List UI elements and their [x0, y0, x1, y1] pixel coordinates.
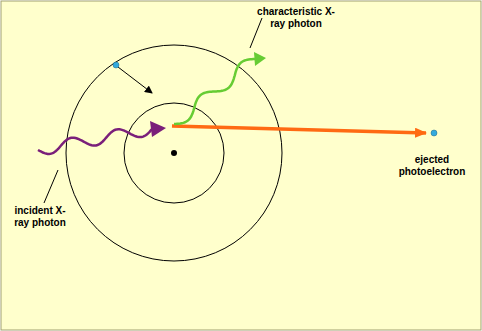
leader-line — [250, 18, 262, 48]
incident-photon-wave — [38, 129, 152, 154]
electron-transition-arrow — [118, 67, 152, 93]
ejected-electron — [431, 130, 437, 136]
nucleus — [171, 150, 177, 156]
photoelectron-path — [172, 126, 426, 133]
photon-label: characteristic X-ray photon — [254, 6, 338, 30]
outer-shell — [66, 45, 282, 261]
inner-shell — [124, 103, 224, 203]
incident-photon-head — [150, 121, 166, 137]
photon-label: incident X-ray photon — [12, 205, 68, 229]
characteristic-photon-wave — [174, 59, 255, 124]
electron-label: ejected photoelectron — [392, 154, 472, 178]
characteristic-photon-head — [254, 52, 266, 66]
leader-line — [44, 170, 58, 203]
outer-electron — [113, 62, 119, 68]
